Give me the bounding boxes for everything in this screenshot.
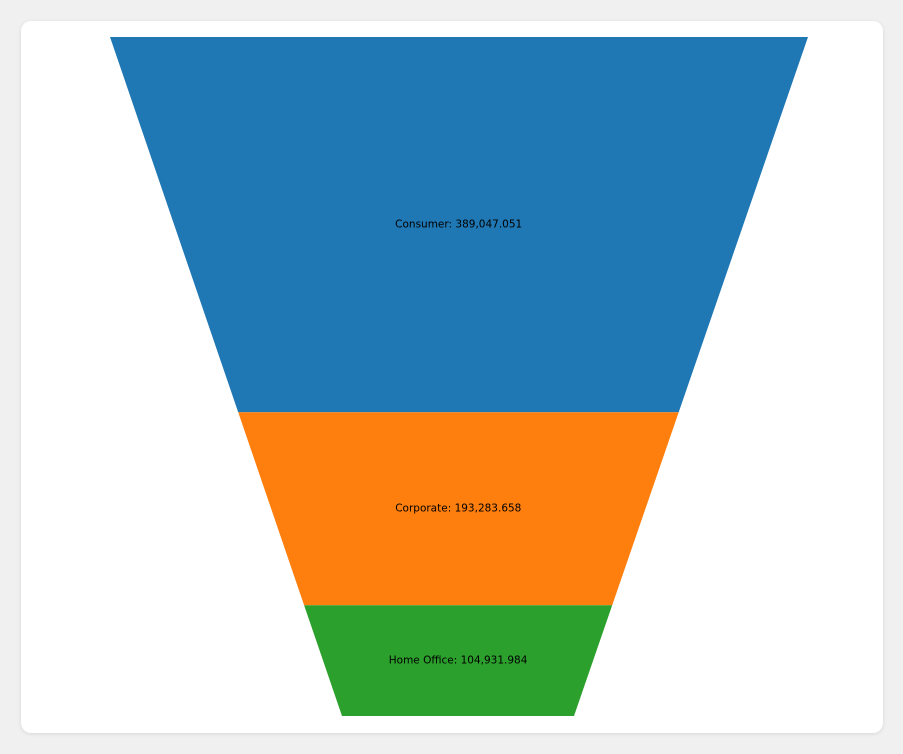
funnel-segment-label-consumer: Consumer: 389,047.051: [395, 219, 522, 231]
funnel-segment-home-office: [304, 605, 613, 716]
funnel-segment-consumer: [110, 37, 808, 413]
funnel-segment-label-home-office: Home Office: 104,931.984: [389, 655, 528, 667]
funnel-segment-corporate: [238, 412, 679, 606]
funnel-segment-label-corporate: Corporate: 193,283.658: [395, 503, 521, 515]
